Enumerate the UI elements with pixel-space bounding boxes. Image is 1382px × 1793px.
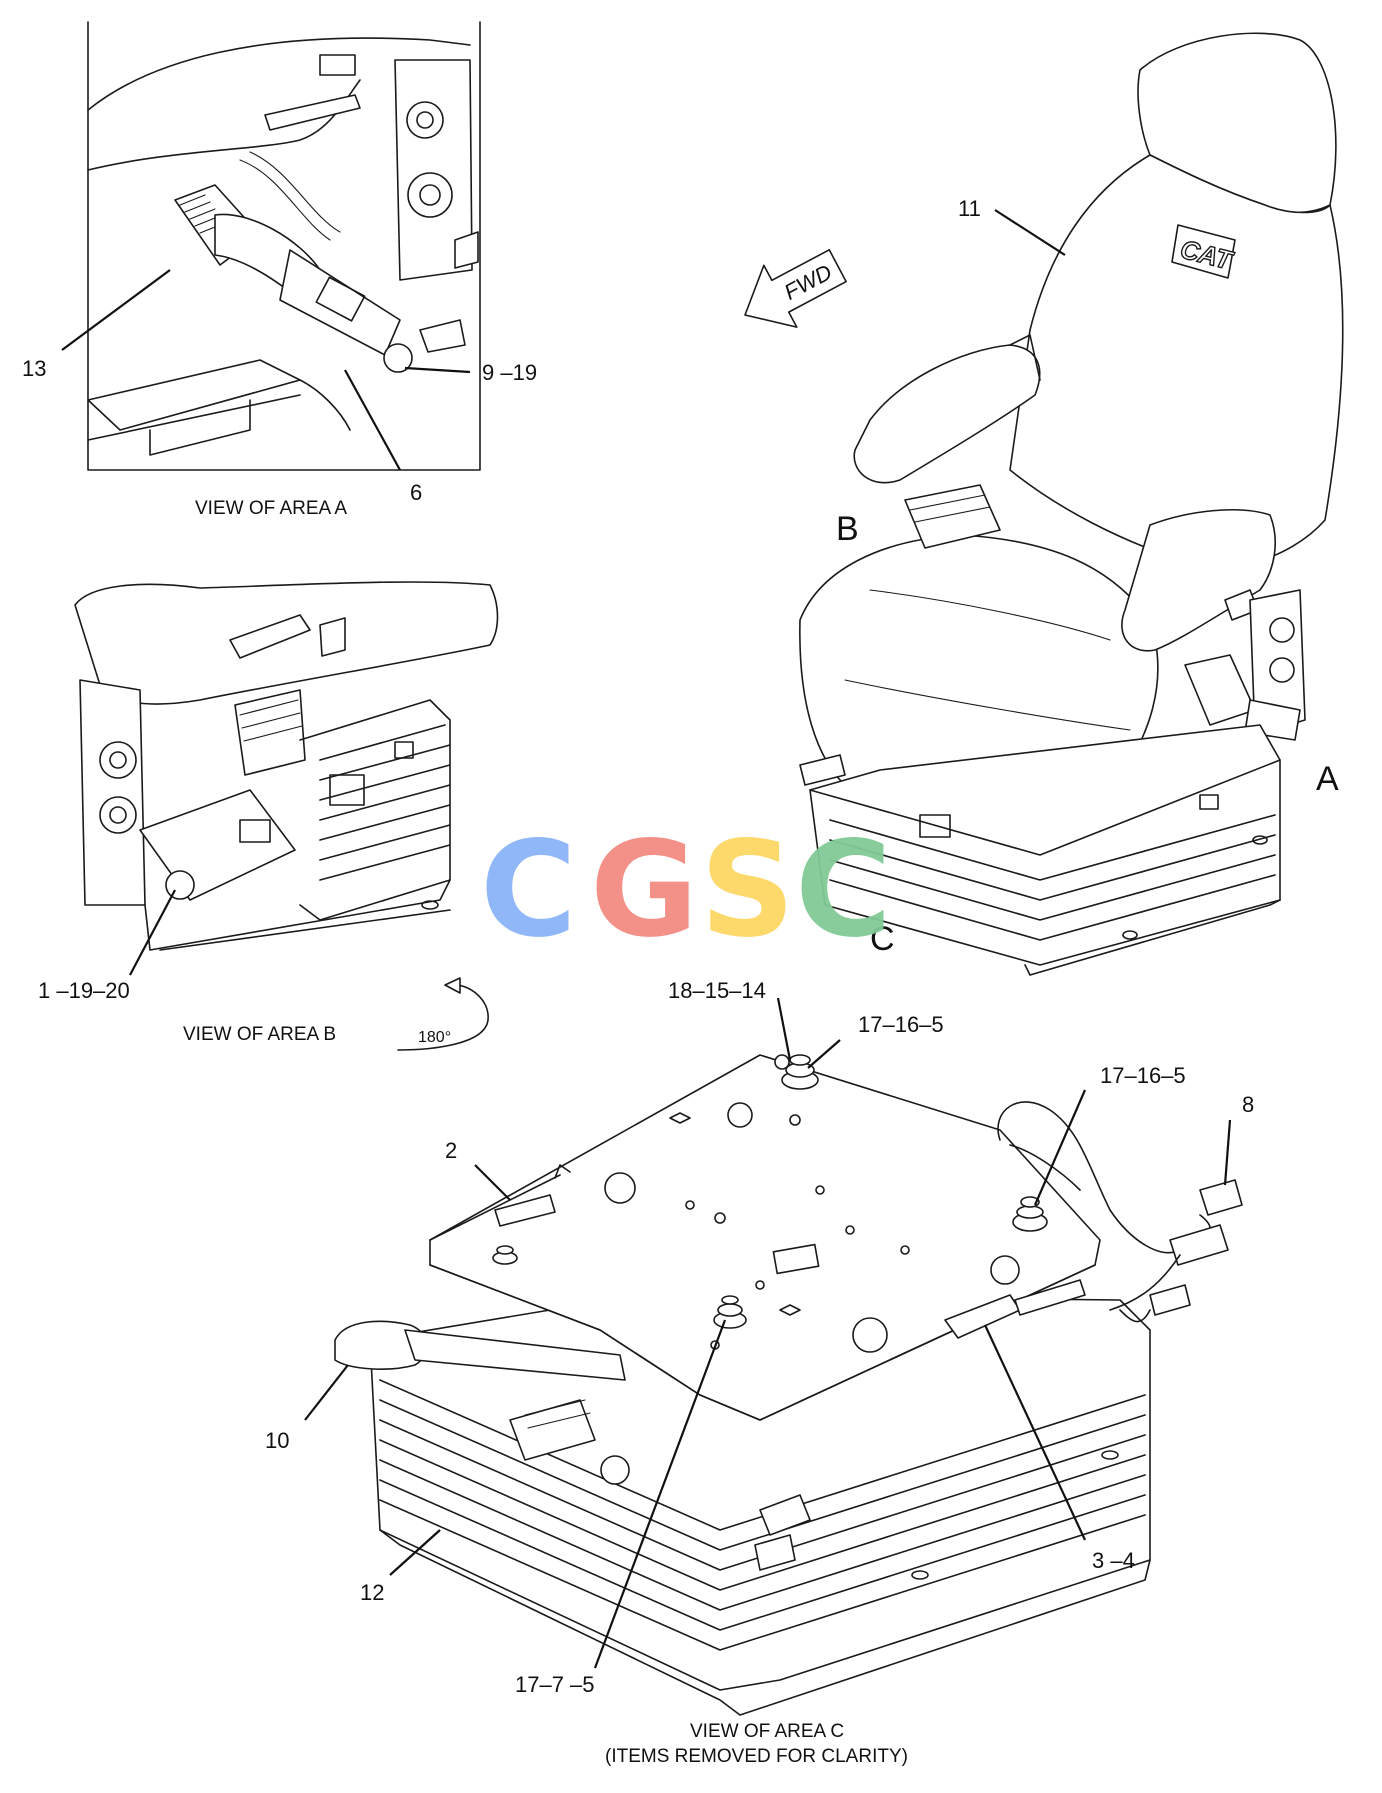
watermark-letter-s: S bbox=[700, 813, 795, 967]
callout-3-4: 3 –4 bbox=[1092, 1548, 1135, 1573]
rotation-label: 180° bbox=[418, 1029, 451, 1046]
rotation-arrow bbox=[397, 984, 489, 1051]
callout-1-19-20: 1 –19–20 bbox=[38, 978, 130, 1003]
watermark-letter-c1: C bbox=[480, 813, 577, 967]
area-letter-b: B bbox=[836, 510, 859, 548]
area-letter-c: C bbox=[870, 920, 895, 958]
view-area-a: 13 9 –19 6 VIEW OF AREA A bbox=[22, 21, 537, 519]
view-area-a-caption: VIEW OF AREA A bbox=[195, 498, 347, 519]
callout-11: 11 bbox=[958, 196, 981, 221]
callout-10: 10 bbox=[265, 1428, 289, 1453]
callout-9-19: 9 –19 bbox=[482, 360, 537, 385]
view-area-c: 18–15–14 17–16–5 17–16–5 8 2 10 3 –4 12 … bbox=[265, 978, 1254, 1767]
rotation-arrowhead-icon bbox=[444, 977, 461, 994]
cgsc-watermark: C G S C bbox=[480, 813, 892, 967]
seat-assembly: CAT 11 B A C bbox=[799, 32, 1344, 976]
callout-13: 13 bbox=[22, 356, 46, 381]
view-area-b-caption: VIEW OF AREA B bbox=[183, 1024, 336, 1045]
view-area-c-caption-line1: VIEW OF AREA C bbox=[690, 1721, 844, 1742]
callout-17-16-5-right: 17–16–5 bbox=[1100, 1063, 1186, 1088]
callout-2: 2 bbox=[445, 1138, 457, 1163]
watermark-letter-g: G bbox=[590, 813, 698, 967]
stud-front bbox=[713, 1295, 747, 1329]
callout-18-15-14: 18–15–14 bbox=[668, 978, 766, 1003]
watermark-letter-c2: C bbox=[795, 813, 892, 967]
callout-17-16-5-top: 17–16–5 bbox=[858, 1012, 944, 1037]
stud-left bbox=[492, 1245, 518, 1265]
connector-item-8 bbox=[1199, 1179, 1243, 1216]
callout-17-7-5: 17–7 –5 bbox=[515, 1672, 595, 1697]
callout-12: 12 bbox=[360, 1580, 384, 1605]
stud-top bbox=[774, 1054, 819, 1090]
cat-logo bbox=[1171, 224, 1236, 279]
view-area-c-caption-line2: (ITEMS REMOVED FOR CLARITY) bbox=[605, 1746, 908, 1767]
callout-8: 8 bbox=[1242, 1092, 1254, 1117]
area-letter-a: A bbox=[1316, 760, 1339, 798]
bracket-item-2 bbox=[494, 1194, 556, 1227]
callout-6: 6 bbox=[410, 480, 422, 505]
view-area-b: 1 –19–20 VIEW OF AREA B 180° bbox=[38, 581, 499, 1051]
fwd-direction-arrow: FWD bbox=[744, 249, 847, 328]
